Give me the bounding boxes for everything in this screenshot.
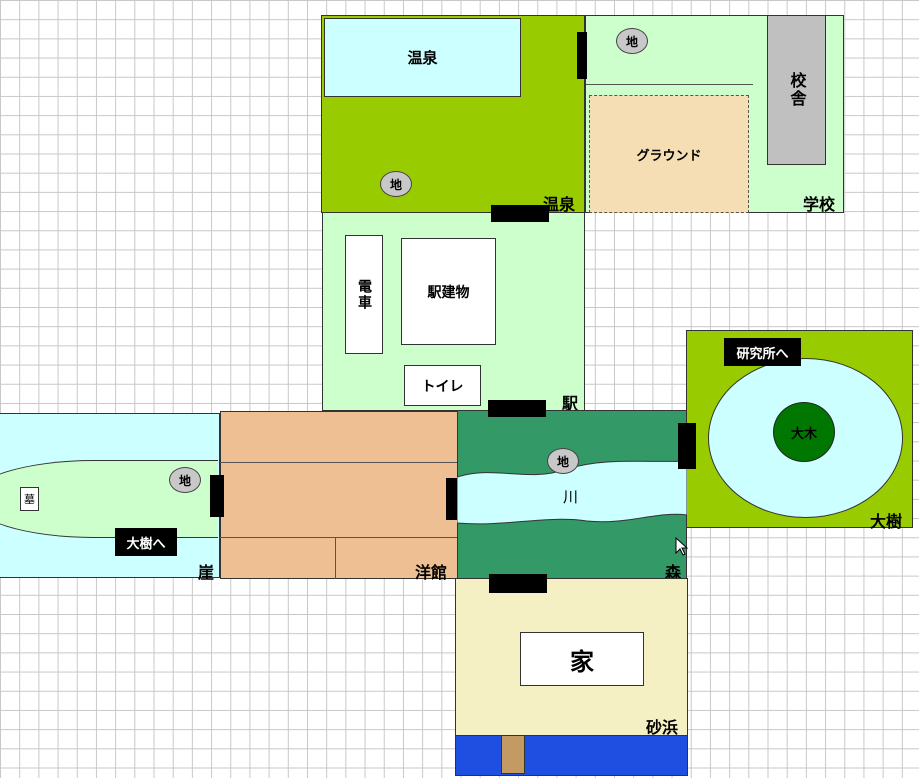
door-onsen-station[interactable] [491, 205, 549, 222]
door-station-mori[interactable] [488, 400, 546, 417]
school-divider [586, 84, 753, 85]
house: 家 [520, 632, 644, 686]
train-label: 電車 [356, 278, 372, 311]
hot-spring-pool: 温泉 [324, 18, 521, 97]
toilet-label: トイレ [421, 378, 464, 395]
station-building: 駅建物 [401, 238, 496, 345]
map-marker-icon[interactable]: 地 [616, 28, 648, 54]
mansion-room-divider [220, 537, 458, 538]
area-sunahama [455, 578, 688, 738]
house-label: 家 [570, 647, 594, 676]
wooden-pier[interactable] [501, 735, 525, 774]
big-tree-label: 大木 [790, 426, 817, 442]
school-ground-label: グラウンド [636, 148, 702, 164]
school-ground: グラウンド [589, 95, 749, 213]
tree-clearing [708, 358, 903, 518]
door-gake-yokan[interactable] [210, 475, 224, 517]
mouse-cursor-icon [675, 537, 689, 556]
map-marker-icon[interactable]: 地 [547, 448, 579, 474]
area-label-school: 学校 [803, 195, 836, 214]
mansion-room-divider [335, 537, 336, 579]
area-label-yokan: 洋館 [415, 563, 448, 582]
area-label-onsen: 温泉 [543, 195, 576, 214]
grave: 墓 [20, 487, 39, 511]
mansion-room-divider [220, 462, 458, 463]
area-label-gake: 崖 [198, 563, 215, 582]
school-building: 校舎 [767, 15, 826, 165]
door-mori-taiju[interactable] [678, 423, 696, 469]
area-label-station: 駅 [562, 394, 579, 413]
area-label-taiju: 大樹 [870, 512, 903, 531]
hot-spring-label: 温泉 [407, 49, 438, 67]
map-marker-icon[interactable]: 地 [169, 467, 201, 493]
sign-to-taiju[interactable]: 大樹へ [115, 528, 177, 556]
grave-label: 墓 [24, 493, 35, 506]
area-yokan [220, 411, 458, 579]
train: 電車 [345, 235, 383, 354]
school-building-label: 校舎 [787, 72, 807, 108]
door-onsen-school[interactable] [577, 32, 587, 79]
area-label-sunahama: 砂浜 [646, 718, 679, 737]
door-mori-sunahama[interactable] [489, 574, 547, 593]
sign-to-lab[interactable]: 研究所へ [724, 338, 801, 366]
river [457, 460, 687, 525]
river-label: 川 [563, 488, 579, 506]
map-marker-icon[interactable]: 地 [380, 171, 412, 197]
sea [455, 735, 688, 776]
toilet: トイレ [404, 365, 481, 406]
big-tree: 大木 [773, 402, 835, 462]
station-building-label: 駅建物 [427, 284, 470, 301]
area-label-mori: 森 [665, 563, 682, 582]
